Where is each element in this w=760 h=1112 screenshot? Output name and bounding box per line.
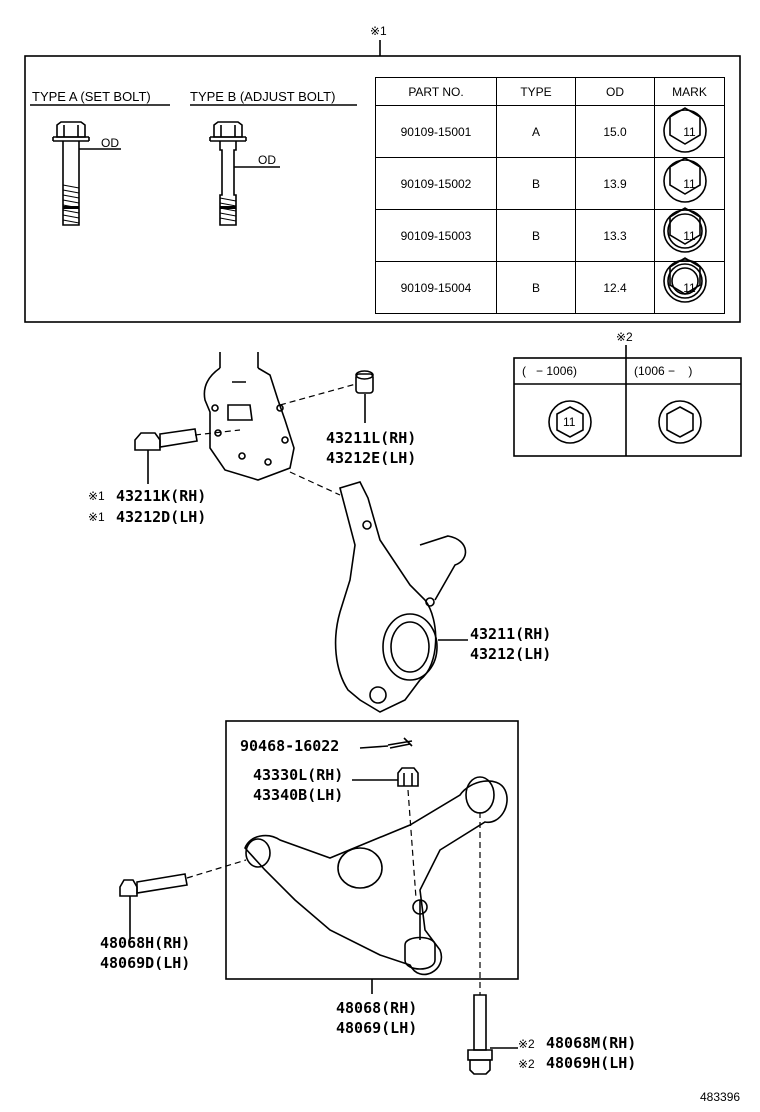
table-row: 90109-15002 B 13.9 11 bbox=[375, 157, 725, 210]
type-cell: B bbox=[496, 157, 576, 210]
knuckle-lh-number: 43212(LH) bbox=[470, 645, 552, 663]
figure-id: 483396 bbox=[700, 1090, 741, 1104]
type-b-thread bbox=[219, 197, 237, 222]
type-b-bolt-drawing bbox=[209, 121, 280, 226]
camber-bolt-drawing bbox=[134, 428, 198, 451]
type-b-od-label: OD bbox=[258, 153, 276, 167]
rear-bolt-lh-number: 48069H(LH) bbox=[546, 1054, 637, 1072]
date-range-late: (1006 − ) bbox=[634, 364, 693, 378]
col-mark: MARK bbox=[654, 77, 725, 106]
od-cell: 15.0 bbox=[575, 105, 655, 158]
castle-nut-drawing bbox=[397, 767, 419, 787]
table-header-row: PART NO. TYPE OD MARK bbox=[375, 77, 725, 106]
bolt-rh-number: 43211K(RH) bbox=[116, 487, 207, 505]
cotter-pin-number: 90468-16022 bbox=[240, 737, 340, 755]
mark-cell: 11 bbox=[654, 261, 725, 314]
knuckle-rh-number: 43211(RH) bbox=[470, 625, 552, 643]
cotter-pin-drawing bbox=[387, 737, 413, 749]
bolt-spec-frame bbox=[24, 55, 741, 323]
table-row: 90109-15004 B 12.4 11 bbox=[375, 261, 725, 314]
note1-ref-rh: ※1 bbox=[88, 489, 105, 503]
mark-cell: 11 bbox=[654, 105, 725, 158]
col-od: OD bbox=[575, 77, 655, 106]
mark-text: 11 bbox=[683, 124, 696, 139]
note1-ref-lh: ※1 bbox=[88, 510, 105, 524]
type-b-label: TYPE B (ADJUST BOLT) bbox=[190, 89, 336, 104]
lower-arm-rh-number: 48068(RH) bbox=[336, 999, 418, 1017]
part-no-cell: 90109-15003 bbox=[375, 209, 497, 262]
strut-bracket-drawing bbox=[203, 352, 295, 481]
od-cell: 12.4 bbox=[575, 261, 655, 314]
type-a-thread bbox=[62, 184, 80, 224]
nut-rh-number: 43330L(RH) bbox=[253, 766, 344, 784]
note2-ref-rh: ※2 bbox=[518, 1037, 535, 1051]
arm-bolt-rh-number: 48068H(RH) bbox=[100, 934, 191, 952]
date-table-frame bbox=[513, 357, 742, 457]
date-table-bolt-icons bbox=[548, 400, 702, 444]
bolt-spec-table: PART NO. TYPE OD MARK 90109-15001 A 15.0… bbox=[375, 77, 725, 314]
rear-bolt-drawing bbox=[467, 994, 493, 1075]
col-part-no: PART NO. bbox=[375, 77, 497, 106]
note1-marker: ※1 bbox=[370, 24, 387, 38]
washer-drawing bbox=[355, 370, 374, 394]
rear-bolt-rh-number: 48068M(RH) bbox=[546, 1034, 637, 1052]
part-no-cell: 90109-15004 bbox=[375, 261, 497, 314]
steering-knuckle-drawing bbox=[334, 481, 467, 713]
type-cell: B bbox=[496, 261, 576, 314]
mark-text: 11 bbox=[683, 176, 696, 191]
date-range-early: ( − 1006) bbox=[522, 364, 578, 378]
nut-lh-number: 43340B(LH) bbox=[253, 786, 344, 804]
part-no-cell: 90109-15001 bbox=[375, 105, 497, 158]
note2-marker: ※2 bbox=[616, 330, 633, 344]
lower-arm-drawing bbox=[244, 776, 508, 976]
washer-rh-number: 43211L(RH) bbox=[326, 429, 417, 447]
type-a-od-label: OD bbox=[101, 136, 119, 150]
type-a-label: TYPE A (SET BOLT) bbox=[32, 89, 151, 104]
mark-text: 11 bbox=[683, 280, 696, 295]
washer-lh-number: 43212E(LH) bbox=[326, 449, 417, 467]
mark-text: 11 bbox=[683, 228, 696, 243]
arm-bolt-lh-number: 48069D(LH) bbox=[100, 954, 191, 972]
col-type: TYPE bbox=[496, 77, 576, 106]
mark-cell: 11 bbox=[654, 157, 725, 210]
type-cell: A bbox=[496, 105, 576, 158]
od-cell: 13.3 bbox=[575, 209, 655, 262]
note2-ref-lh: ※2 bbox=[518, 1057, 535, 1071]
lower-arm-lh-number: 48069(LH) bbox=[336, 1019, 418, 1037]
type-a-bolt-drawing bbox=[52, 121, 121, 226]
mark-cell: 11 bbox=[654, 209, 725, 262]
type-cell: B bbox=[496, 209, 576, 262]
arm-bolt-drawing bbox=[119, 873, 188, 897]
od-cell: 13.9 bbox=[575, 157, 655, 210]
table-row: 90109-15003 B 13.3 11 bbox=[375, 209, 725, 262]
table-row: 90109-15001 A 15.0 11 bbox=[375, 105, 725, 158]
bolt-lh-number: 43212D(LH) bbox=[116, 508, 207, 526]
date-mark-text: 11 bbox=[563, 415, 576, 429]
part-no-cell: 90109-15002 bbox=[375, 157, 497, 210]
